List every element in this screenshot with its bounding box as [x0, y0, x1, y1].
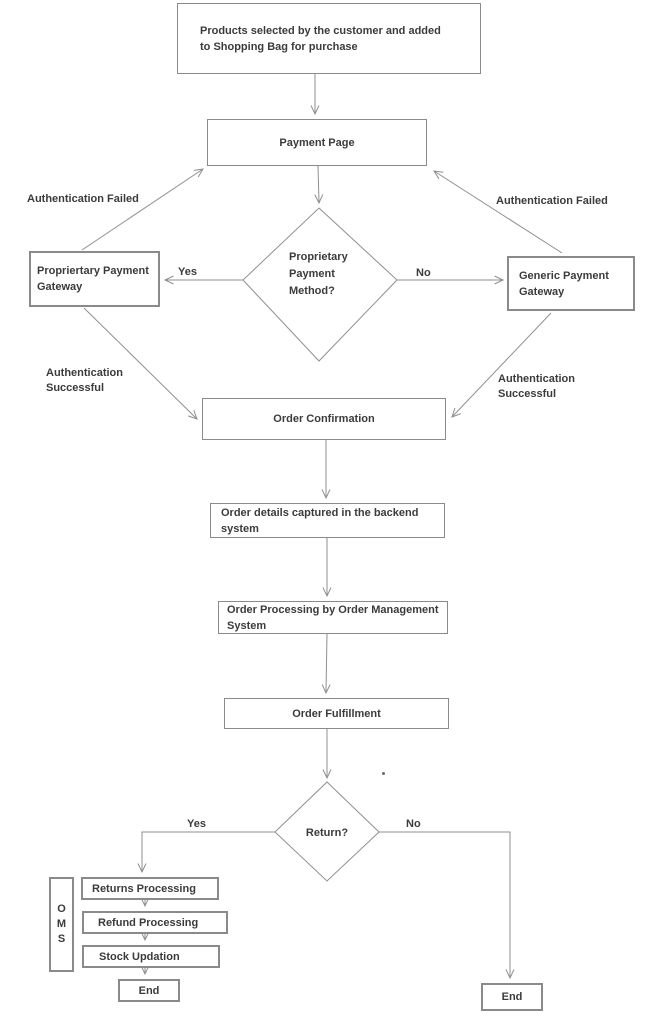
node-oms: O M S: [49, 877, 74, 972]
edge-payment-to-decision: [314, 165, 324, 205]
node-payment-page-label: Payment Page: [279, 136, 355, 149]
node-refund-processing: Refund Processing: [82, 911, 228, 934]
label-no-return: No: [406, 818, 421, 830]
node-end-right: End: [481, 983, 543, 1011]
node-generic-gateway: Generic Payment Gateway: [507, 256, 635, 311]
edge-auth-success-left: [83, 307, 198, 420]
label-yes-return: Yes: [187, 818, 206, 830]
edge-auth-failed-left: [81, 168, 204, 251]
node-start: Products selected by the customer and ad…: [177, 3, 481, 74]
node-order-processing: Order Processing by Order Management Sys…: [218, 601, 448, 634]
stray-mark: [382, 772, 385, 775]
node-proprietary-gateway-label: Propriertary Payment Gateway: [37, 265, 149, 293]
edge-auth-success-right: [451, 312, 552, 418]
decision-payment-label: Proprietary Payment Method?: [289, 251, 348, 297]
decision-return-diamond: [274, 781, 380, 882]
label-yes-payment: Yes: [178, 266, 197, 278]
edge-return-yes: [137, 831, 275, 874]
label-no-payment: No: [416, 267, 431, 279]
node-returns-processing-label: Returns Processing: [92, 882, 196, 895]
node-order-confirmation-label: Order Confirmation: [273, 413, 375, 425]
node-returns-processing: Returns Processing: [81, 877, 219, 900]
oms-letter-s: S: [57, 933, 66, 945]
label-auth-success-left: Authentication Successful: [46, 367, 123, 394]
node-payment-page: Payment Page: [207, 119, 427, 166]
oms-letter-m: M: [56, 918, 67, 930]
edge-auth-failed-right: [433, 170, 563, 254]
node-end-right-label: End: [501, 991, 523, 1003]
node-start-label: Products selected by the customer and ad…: [200, 24, 441, 53]
node-end-left: End: [118, 979, 180, 1002]
label-auth-failed-right: Authentication Failed: [496, 195, 608, 207]
edge-return-no: [379, 831, 515, 980]
node-refund-processing-label: Refund Processing: [98, 916, 199, 929]
label-auth-failed-left: Authentication Failed: [27, 193, 139, 205]
node-stock-updation: Stock Updation: [82, 945, 220, 968]
node-order-details-label: Order details captured in the backend sy…: [221, 506, 419, 535]
node-order-fulfillment: Order Fulfillment: [224, 698, 449, 729]
node-end-left-label: End: [138, 984, 160, 997]
node-stock-updation-label: Stock Updation: [99, 950, 180, 963]
node-order-fulfillment-label: Order Fulfillment: [292, 707, 381, 720]
decision-return-label: Return?: [305, 827, 349, 839]
label-auth-success-right: Authentication Successful: [498, 373, 575, 400]
node-order-confirmation: Order Confirmation: [202, 398, 446, 440]
edge-processing-to-fulfillment: [321, 633, 331, 695]
decision-payment-diamond: [242, 207, 398, 362]
oms-letter-o: O: [57, 903, 66, 915]
node-order-processing-label: Order Processing by Order Management Sys…: [227, 603, 439, 632]
node-generic-gateway-label: Generic Payment Gateway: [519, 269, 609, 298]
node-order-details: Order details captured in the backend sy…: [210, 503, 445, 538]
node-proprietary-gateway: Propriertary Payment Gateway: [29, 251, 160, 307]
